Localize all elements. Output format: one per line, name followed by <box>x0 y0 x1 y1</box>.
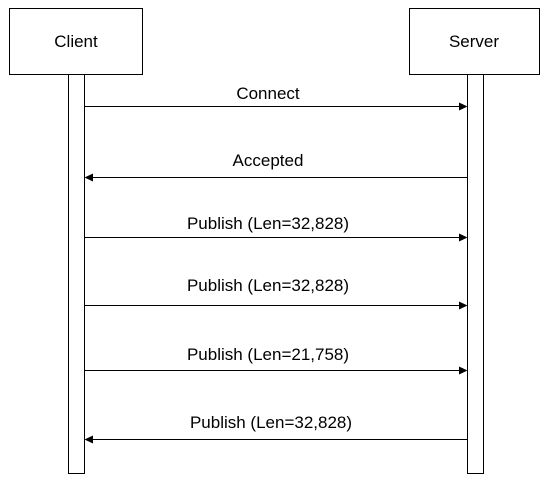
arrowhead-left-icon <box>84 173 93 182</box>
message-publish-3: Publish (Len=21,758) <box>84 345 468 375</box>
server-box <box>409 8 540 75</box>
arrowhead-right-icon <box>459 102 468 111</box>
message-connect: Connect <box>84 84 468 111</box>
client-box <box>9 8 143 75</box>
message-publish-4: Publish (Len=32,828) <box>84 413 468 444</box>
message-label: Publish (Len=21,758) <box>187 345 349 364</box>
client-lifeline <box>68 74 85 474</box>
message-label: Publish (Len=32,828) <box>190 413 352 432</box>
participant-client: Client <box>9 8 143 474</box>
participant-server: Server <box>409 8 540 474</box>
client-label: Client <box>54 32 98 51</box>
arrowhead-right-icon <box>459 366 468 375</box>
message-label: Connect <box>236 84 300 103</box>
arrowhead-right-icon <box>459 301 468 310</box>
message-label: Accepted <box>233 151 304 170</box>
server-lifeline <box>467 74 484 474</box>
message-label: Publish (Len=32,828) <box>187 214 349 233</box>
message-publish-2: Publish (Len=32,828) <box>84 276 468 310</box>
message-accepted: Accepted <box>84 151 468 182</box>
arrowhead-left-icon <box>84 435 93 444</box>
server-label: Server <box>449 32 499 51</box>
arrowhead-right-icon <box>459 233 468 242</box>
message-label: Publish (Len=32,828) <box>187 276 349 295</box>
message-publish-1: Publish (Len=32,828) <box>84 214 468 242</box>
